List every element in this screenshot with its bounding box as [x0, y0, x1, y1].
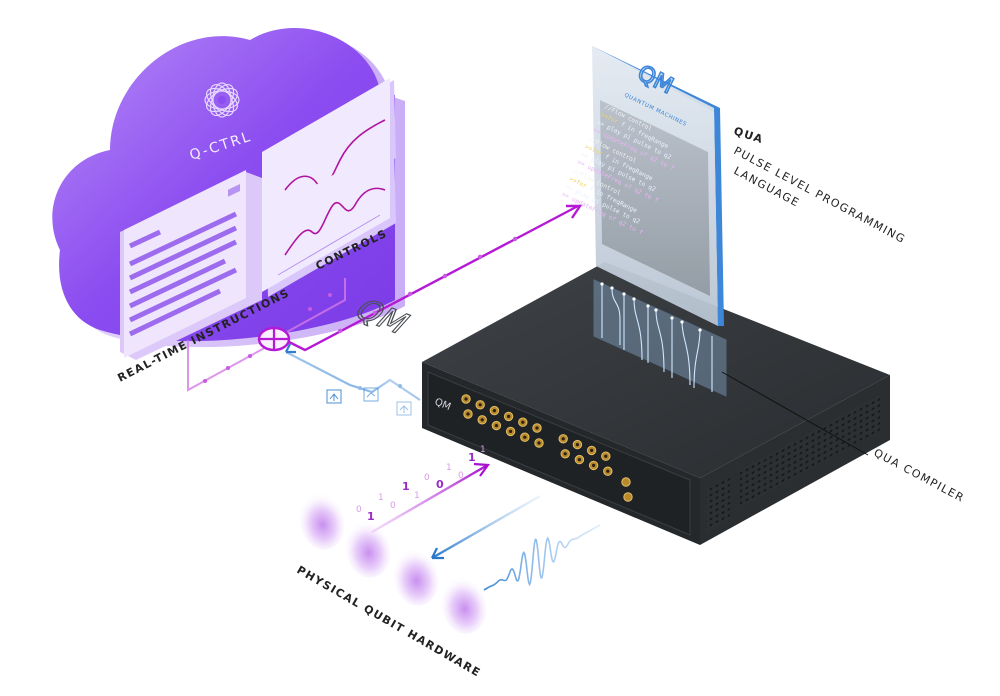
connector-ports [461, 394, 633, 502]
q-ctrl-logo-icon [204, 82, 240, 118]
connector-port-hole [478, 403, 482, 407]
qua-subtitle-line1: PULSE LEVEL PROGRAMMING [732, 144, 908, 246]
readout-signal-path [431, 494, 541, 560]
signal-combiner-icon [257, 326, 291, 352]
measurement-icon [363, 387, 379, 402]
compiled-pulse-strip [593, 279, 727, 397]
instructions-document [120, 170, 262, 360]
binary-digit: 1 [378, 493, 384, 503]
connector-port-hole [577, 458, 582, 462]
instruction-signal-path [187, 204, 583, 392]
control-signal-to-device [371, 462, 491, 534]
qubit [299, 494, 345, 550]
feedback-signal-path [285, 343, 421, 401]
opx-controller-device: QM QM [346, 262, 890, 545]
binary-digit: 0 [390, 501, 396, 511]
binary-digit: 1 [367, 510, 375, 523]
qua-title: QUA [732, 124, 765, 146]
binary-digit: 1 [414, 491, 420, 501]
q-ctrl-cloud: Q-CTRL [52, 28, 405, 360]
analog-input-port [623, 492, 633, 502]
qua-compiler-leader-line [721, 371, 869, 456]
binary-digit: 0 [436, 478, 444, 491]
connector-port-hole [509, 429, 513, 433]
binary-digit: 1 [468, 451, 476, 464]
connector-port-hole [492, 409, 496, 413]
qua-code-panel: QM QUANTUM MACHINES //Flow control>>for … [560, 46, 724, 326]
analog-input-port [621, 477, 631, 487]
qubit [393, 550, 439, 606]
connector-port-hole [466, 412, 470, 416]
connector-port-hole [537, 441, 541, 445]
connector-port-hole [507, 414, 511, 418]
binary-digit: 0 [356, 505, 362, 515]
qubit-array [299, 494, 487, 634]
control-chart-bottom [262, 142, 396, 297]
connector-port-hole [606, 469, 610, 473]
measurement-icons [326, 387, 412, 416]
binary-digit: 1 [480, 445, 486, 455]
connector-port-hole [521, 420, 525, 424]
binary-digit: 0 [458, 471, 464, 481]
connector-port-hole [523, 435, 527, 439]
binary-digit: 1 [446, 463, 452, 473]
microwave-pulse-waveform [483, 524, 601, 591]
connector-port-hole [464, 397, 468, 401]
qubit [441, 578, 487, 634]
connector-port-hole [535, 426, 539, 430]
connector-port-hole [575, 443, 580, 447]
connector-port-hole [563, 452, 567, 456]
connector-port-hole [561, 437, 565, 441]
connector-port-hole [590, 448, 594, 452]
connector-port-hole [480, 418, 484, 422]
measurement-icon [326, 389, 342, 404]
qubit [345, 522, 391, 578]
connector-port-hole [592, 463, 596, 467]
connector-port-hole [494, 424, 498, 428]
connector-port-hole [604, 454, 608, 458]
binary-digit: 1 [402, 480, 410, 493]
binary-digit: 0 [424, 473, 430, 483]
measurement-icon [396, 401, 412, 416]
qua-compiler-label: QUA COMPILER [872, 446, 967, 505]
